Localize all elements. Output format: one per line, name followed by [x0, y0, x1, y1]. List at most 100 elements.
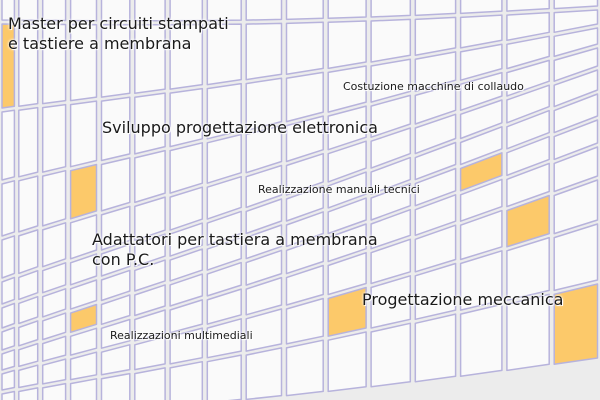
grid-tile: [245, 22, 283, 81]
grid-tile: [553, 146, 599, 193]
grid-tile: [245, 347, 283, 400]
grid-tile: [41, 288, 67, 318]
grid-tile: [285, 264, 324, 306]
grid-tile: [1, 349, 16, 371]
grid-tile: [245, 164, 283, 209]
grid-tile: [69, 0, 98, 22]
grid-tile: [69, 351, 98, 381]
grid-tile: [459, 126, 503, 166]
grid-tile: [245, 124, 283, 174]
grid-tile: [134, 149, 166, 204]
grid-tile: [41, 169, 67, 227]
grid-tile: [69, 279, 98, 310]
grid-tile: [1, 390, 16, 400]
grid-tile: [18, 106, 39, 178]
grid-tile: [370, 156, 412, 195]
grid-tile: [18, 175, 39, 233]
grid-tile: [414, 194, 457, 237]
grid-tile: [100, 243, 131, 277]
grid-tile: [100, 0, 131, 22]
label-progettazione-meccanica: Progettazione meccanica: [362, 290, 564, 309]
grid-tile: [414, 313, 457, 383]
grid-tile: [506, 35, 550, 70]
grid-tile: [506, 84, 550, 124]
grid-tile: [41, 0, 67, 22]
grid-tile: [506, 135, 550, 177]
grid-tile: [1, 369, 16, 391]
grid-tile: [327, 331, 367, 393]
grid-tile: [370, 208, 412, 250]
grid-tile: [370, 18, 412, 63]
grid-tile: [414, 167, 457, 207]
grid-tile: [553, 93, 599, 134]
label-master-line1: Master per circuiti stampati: [8, 14, 229, 33]
grid-tile: [18, 269, 39, 301]
grid-tile: [553, 47, 599, 82]
grid-tile: [459, 71, 503, 112]
grid-tile: [459, 209, 503, 261]
grid-tile: [414, 224, 457, 273]
grid-tile: [327, 251, 367, 296]
grid-tile: [245, 0, 283, 21]
grid-tile: [506, 11, 550, 42]
grid-tile: [134, 367, 166, 400]
grid-tile: [169, 248, 204, 282]
grid-tile: [134, 196, 166, 242]
grid-tile: [18, 364, 39, 389]
accent-tile: [459, 152, 503, 192]
grid-tile: [18, 387, 39, 400]
grid-tile: [206, 354, 242, 400]
grid-tile: [245, 198, 283, 235]
accent-tile: [506, 194, 550, 248]
grid-tile: [206, 0, 242, 22]
grid-tile: [1, 302, 16, 329]
grid-tile: [100, 294, 131, 326]
grid-tile: [41, 358, 67, 385]
grid-tile: [134, 309, 166, 342]
grid-tile: [169, 87, 204, 148]
grid-tile: [370, 127, 412, 169]
grid-tile: [245, 224, 283, 260]
grid-tile: [206, 175, 242, 220]
grid-tile: [414, 0, 457, 17]
grid-tile: [1, 235, 16, 279]
grid-tile: [100, 205, 131, 251]
label-realizzazioni-multimediali: Realizzazioni multimediali: [110, 329, 253, 342]
grid-tile: [459, 43, 503, 81]
grid-tile: [206, 23, 242, 86]
grid-tile: [69, 23, 98, 102]
grid-tile: [459, 0, 503, 15]
grid-tile: [414, 51, 457, 93]
grid-tile: [169, 222, 204, 257]
grid-tile: [18, 295, 39, 325]
grid-tile: [134, 0, 166, 22]
grid-tile: [18, 0, 39, 22]
grid-tile: [169, 299, 204, 334]
grid-tile: [506, 109, 550, 150]
grid-tile: [506, 59, 550, 97]
grid-tile: [506, 162, 550, 208]
grid-tile: [206, 288, 242, 325]
grid-tile: [18, 320, 39, 347]
grid-tile: [206, 318, 242, 359]
grid-tile: [169, 327, 204, 365]
grid-tile: [206, 210, 242, 246]
grid-tile: [553, 223, 599, 292]
grid-tile: [100, 372, 131, 400]
grid-tile: [327, 0, 367, 20]
grid-tile: [459, 14, 503, 49]
grid-tile: [459, 178, 503, 222]
label-manuali-tecnici: Realizzazione manuali tecnici: [258, 183, 420, 196]
label-adattatori: Adattatori per tastiera a membrana con P…: [92, 230, 378, 270]
grid-tile: [69, 253, 98, 286]
grid-tile: [327, 140, 367, 183]
grid-tile: [134, 284, 166, 317]
grid-tile: [41, 312, 67, 341]
grid-tile: [553, 119, 599, 161]
grid-tile: [100, 157, 131, 212]
grid-tile: [169, 360, 204, 400]
grid-tile: [100, 269, 131, 302]
grid-tile: [553, 27, 599, 58]
grid-tile: [285, 152, 324, 196]
grid-tile: [18, 229, 39, 275]
